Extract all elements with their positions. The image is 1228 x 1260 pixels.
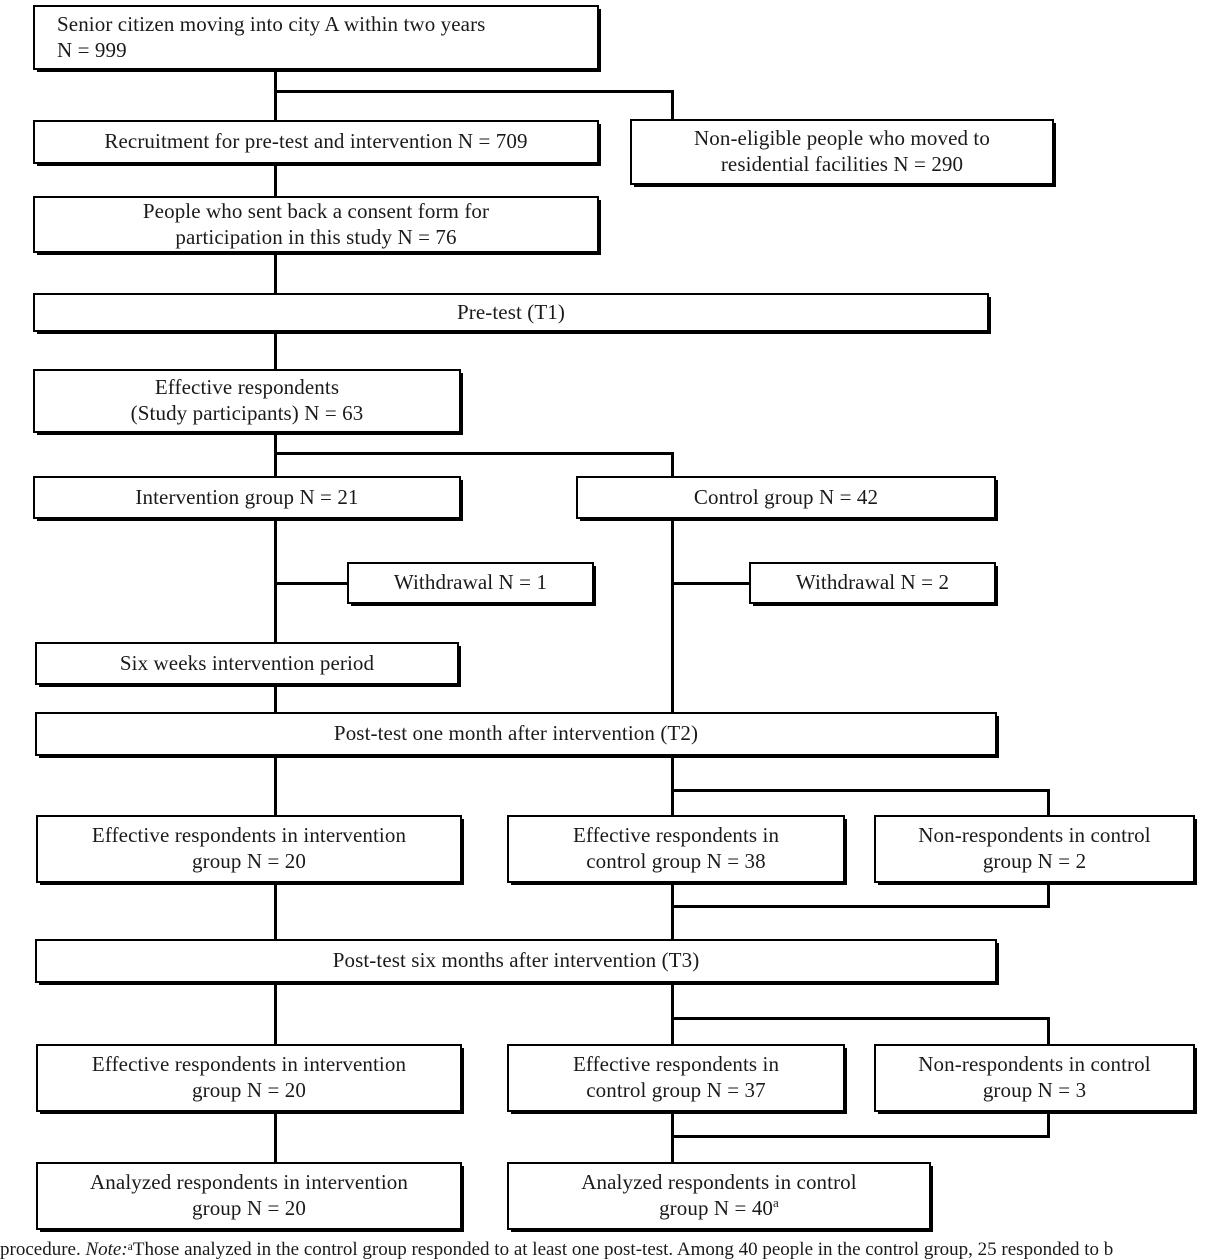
- connector-t3-to-control-effective: [671, 983, 674, 1045]
- connector-control-withdrawal: [671, 582, 751, 585]
- connector-split-groups-horizontal: [274, 452, 674, 455]
- node-control-group-label: Control group N = 42: [693, 484, 879, 509]
- caption-prefix: procedure.: [0, 1240, 86, 1260]
- connector-t2-nonrespondents-merge-vertical: [1047, 882, 1050, 908]
- node-intervention-group[interactable]: Intervention group N = 21: [33, 476, 461, 519]
- node-analyzed-intervention[interactable]: Analyzed respondents in intervention gro…: [36, 1162, 462, 1230]
- connector-t2-nonrespondents-merge-horizontal: [671, 905, 1050, 908]
- node-posttest-t2[interactable]: Post-test one month after intervention (…: [35, 712, 997, 756]
- node-t2-nonrespondents-control-label: Non-respondents in control group N = 2: [918, 823, 1151, 873]
- node-analyzed-control[interactable]: Analyzed respondents in control group N …: [507, 1162, 931, 1230]
- connector-split-to-control-vertical: [671, 452, 674, 478]
- connector-intervention-withdrawal: [274, 582, 350, 585]
- node-posttest-t3-label: Post-test six months after intervention …: [332, 948, 700, 973]
- node-source-population-label: Senior citizen moving into city A within…: [57, 11, 486, 62]
- connector-source-to-recruitment: [274, 70, 277, 122]
- connector-t2-nonrespondents-vertical: [1047, 789, 1050, 817]
- node-non-eligible-label: Non-eligible people who moved to residen…: [694, 126, 990, 176]
- connector-t2-intervention-to-t3: [274, 882, 277, 940]
- node-analyzed-control-label: Analyzed respondents in control group N …: [581, 1170, 856, 1221]
- node-non-eligible[interactable]: Non-eligible people who moved to residen…: [630, 119, 1054, 185]
- caption-note-text: ᵃThose analyzed in the control group res…: [127, 1240, 1114, 1260]
- caption-note-label: Note:: [85, 1240, 128, 1260]
- connector-t2-nonrespondents-horizontal: [671, 789, 1050, 792]
- node-recruitment-label: Recruitment for pre-test and interventio…: [104, 129, 528, 154]
- node-control-group[interactable]: Control group N = 42: [576, 476, 996, 519]
- node-withdrawal-control-label: Withdrawal N = 2: [795, 570, 950, 595]
- node-t3-nonrespondents-control-label: Non-respondents in control group N = 3: [918, 1052, 1151, 1102]
- node-pretest-t1[interactable]: Pre-test (T1): [33, 293, 989, 332]
- connector-t3-nonrespondents-merge-vertical: [1047, 1112, 1050, 1138]
- node-analyzed-control-footnote-marker: a: [773, 1195, 779, 1210]
- node-t2-effective-control[interactable]: Effective respondents in control group N…: [507, 815, 845, 883]
- connector-branch-non-eligible-horizontal: [274, 90, 674, 93]
- node-intervention-group-label: Intervention group N = 21: [135, 484, 359, 509]
- node-withdrawal-intervention-label: Withdrawal N = 1: [393, 570, 548, 595]
- node-t2-effective-intervention[interactable]: Effective respondents in intervention gr…: [36, 815, 462, 883]
- connector-effective-to-intervention: [274, 432, 277, 478]
- node-t2-effective-intervention-label: Effective respondents in intervention gr…: [91, 823, 407, 873]
- node-consent-form[interactable]: People who sent back a consent form for …: [33, 196, 599, 253]
- connector-t2-to-intervention-effective: [274, 756, 277, 816]
- connector-t3-nonrespondents-horizontal: [671, 1017, 1050, 1020]
- connector-t2-control-to-t3: [671, 882, 674, 940]
- connector-period-to-t2: [274, 684, 277, 714]
- node-withdrawal-intervention[interactable]: Withdrawal N = 1: [347, 562, 594, 604]
- node-posttest-t2-label: Post-test one month after intervention (…: [333, 721, 699, 746]
- node-analyzed-intervention-label: Analyzed respondents in intervention gro…: [90, 1170, 408, 1220]
- node-t2-nonrespondents-control[interactable]: Non-respondents in control group N = 2: [874, 815, 1195, 883]
- connector-t3-nonrespondents-merge-horizontal: [671, 1135, 1050, 1138]
- node-consent-form-label: People who sent back a consent form for …: [142, 198, 490, 249]
- node-t3-nonrespondents-control[interactable]: Non-respondents in control group N = 3: [874, 1044, 1195, 1112]
- connector-t3-intervention-to-analyzed: [274, 1112, 277, 1162]
- connector-control-down: [671, 518, 674, 714]
- node-source-population[interactable]: Senior citizen moving into city A within…: [33, 5, 599, 70]
- connector-t3-nonrespondents-vertical: [1047, 1017, 1050, 1047]
- node-recruitment[interactable]: Recruitment for pre-test and interventio…: [33, 120, 599, 164]
- node-analyzed-control-text: Analyzed respondents in control group N …: [581, 1170, 857, 1220]
- connector-t2-to-control-effective: [671, 756, 674, 816]
- node-withdrawal-control[interactable]: Withdrawal N = 2: [749, 562, 996, 604]
- connector-recruitment-to-consent: [274, 163, 277, 205]
- node-posttest-t3[interactable]: Post-test six months after intervention …: [35, 939, 997, 983]
- connector-branch-non-eligible-vertical: [671, 90, 674, 120]
- node-pretest-t1-label: Pre-test (T1): [456, 299, 565, 324]
- node-t3-effective-control-label: Effective respondents in control group N…: [572, 1052, 780, 1102]
- node-intervention-period-label: Six weeks intervention period: [119, 650, 375, 675]
- figure-caption: procedure. Note:ᵃThose analyzed in the c…: [0, 1240, 1228, 1260]
- node-t3-effective-control[interactable]: Effective respondents in control group N…: [507, 1044, 845, 1112]
- connector-consent-to-pretest: [274, 252, 277, 294]
- node-t3-effective-intervention[interactable]: Effective respondents in intervention gr…: [36, 1044, 462, 1112]
- node-effective-respondents-label: Effective respondents (Study participant…: [130, 375, 364, 425]
- node-t3-effective-intervention-label: Effective respondents in intervention gr…: [91, 1052, 407, 1102]
- node-intervention-period[interactable]: Six weeks intervention period: [35, 642, 459, 685]
- connector-pretest-to-effective: [274, 331, 277, 369]
- connector-t3-to-intervention-effective: [274, 983, 277, 1045]
- node-effective-respondents[interactable]: Effective respondents (Study participant…: [33, 369, 461, 433]
- node-t2-effective-control-label: Effective respondents in control group N…: [572, 823, 780, 873]
